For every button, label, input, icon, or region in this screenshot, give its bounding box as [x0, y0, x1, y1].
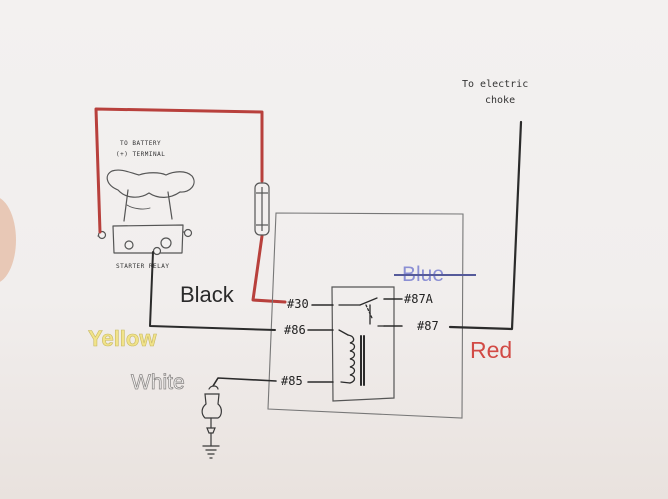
choke-wire: [448, 120, 523, 331]
pin-87a-label: #87A: [404, 292, 433, 306]
pin-30-label: #30: [287, 297, 309, 311]
red-wire-label: Red: [470, 337, 513, 363]
battery-label-line2: (+) TERMINAL: [116, 151, 166, 158]
starter-relay-label: STARTER RELAY: [116, 263, 170, 270]
white-wire: [212, 377, 277, 387]
choke-label-line1: To electric: [462, 79, 529, 90]
ground-switch-icon: [201, 385, 222, 447]
relay-coil-icon: [338, 329, 365, 386]
pin-86-label: #86: [284, 323, 306, 337]
pin-leads: [307, 298, 403, 383]
white-wire-label: White: [131, 371, 185, 394]
relay-inner-box: [331, 286, 395, 402]
thumb: [0, 196, 16, 284]
pin-87-label: #87: [417, 319, 439, 333]
red-battery-wire: [94, 107, 287, 304]
pin-85-label: #85: [281, 374, 303, 388]
battery-label-line1: TO BATTERY: [120, 140, 162, 147]
black-wire-label: Black: [180, 282, 234, 307]
ground-icon: [202, 445, 220, 459]
relay-box: [267, 212, 464, 419]
fuse-icon: [254, 182, 270, 236]
blue-strikethrough: [394, 274, 476, 276]
choke-label-line2: choke: [485, 95, 516, 106]
relay-switch: [338, 297, 385, 327]
yellow-wire-label: Yellow: [88, 326, 157, 351]
starter-relay-icon: [97, 169, 195, 256]
yellow-wire: [149, 251, 276, 331]
